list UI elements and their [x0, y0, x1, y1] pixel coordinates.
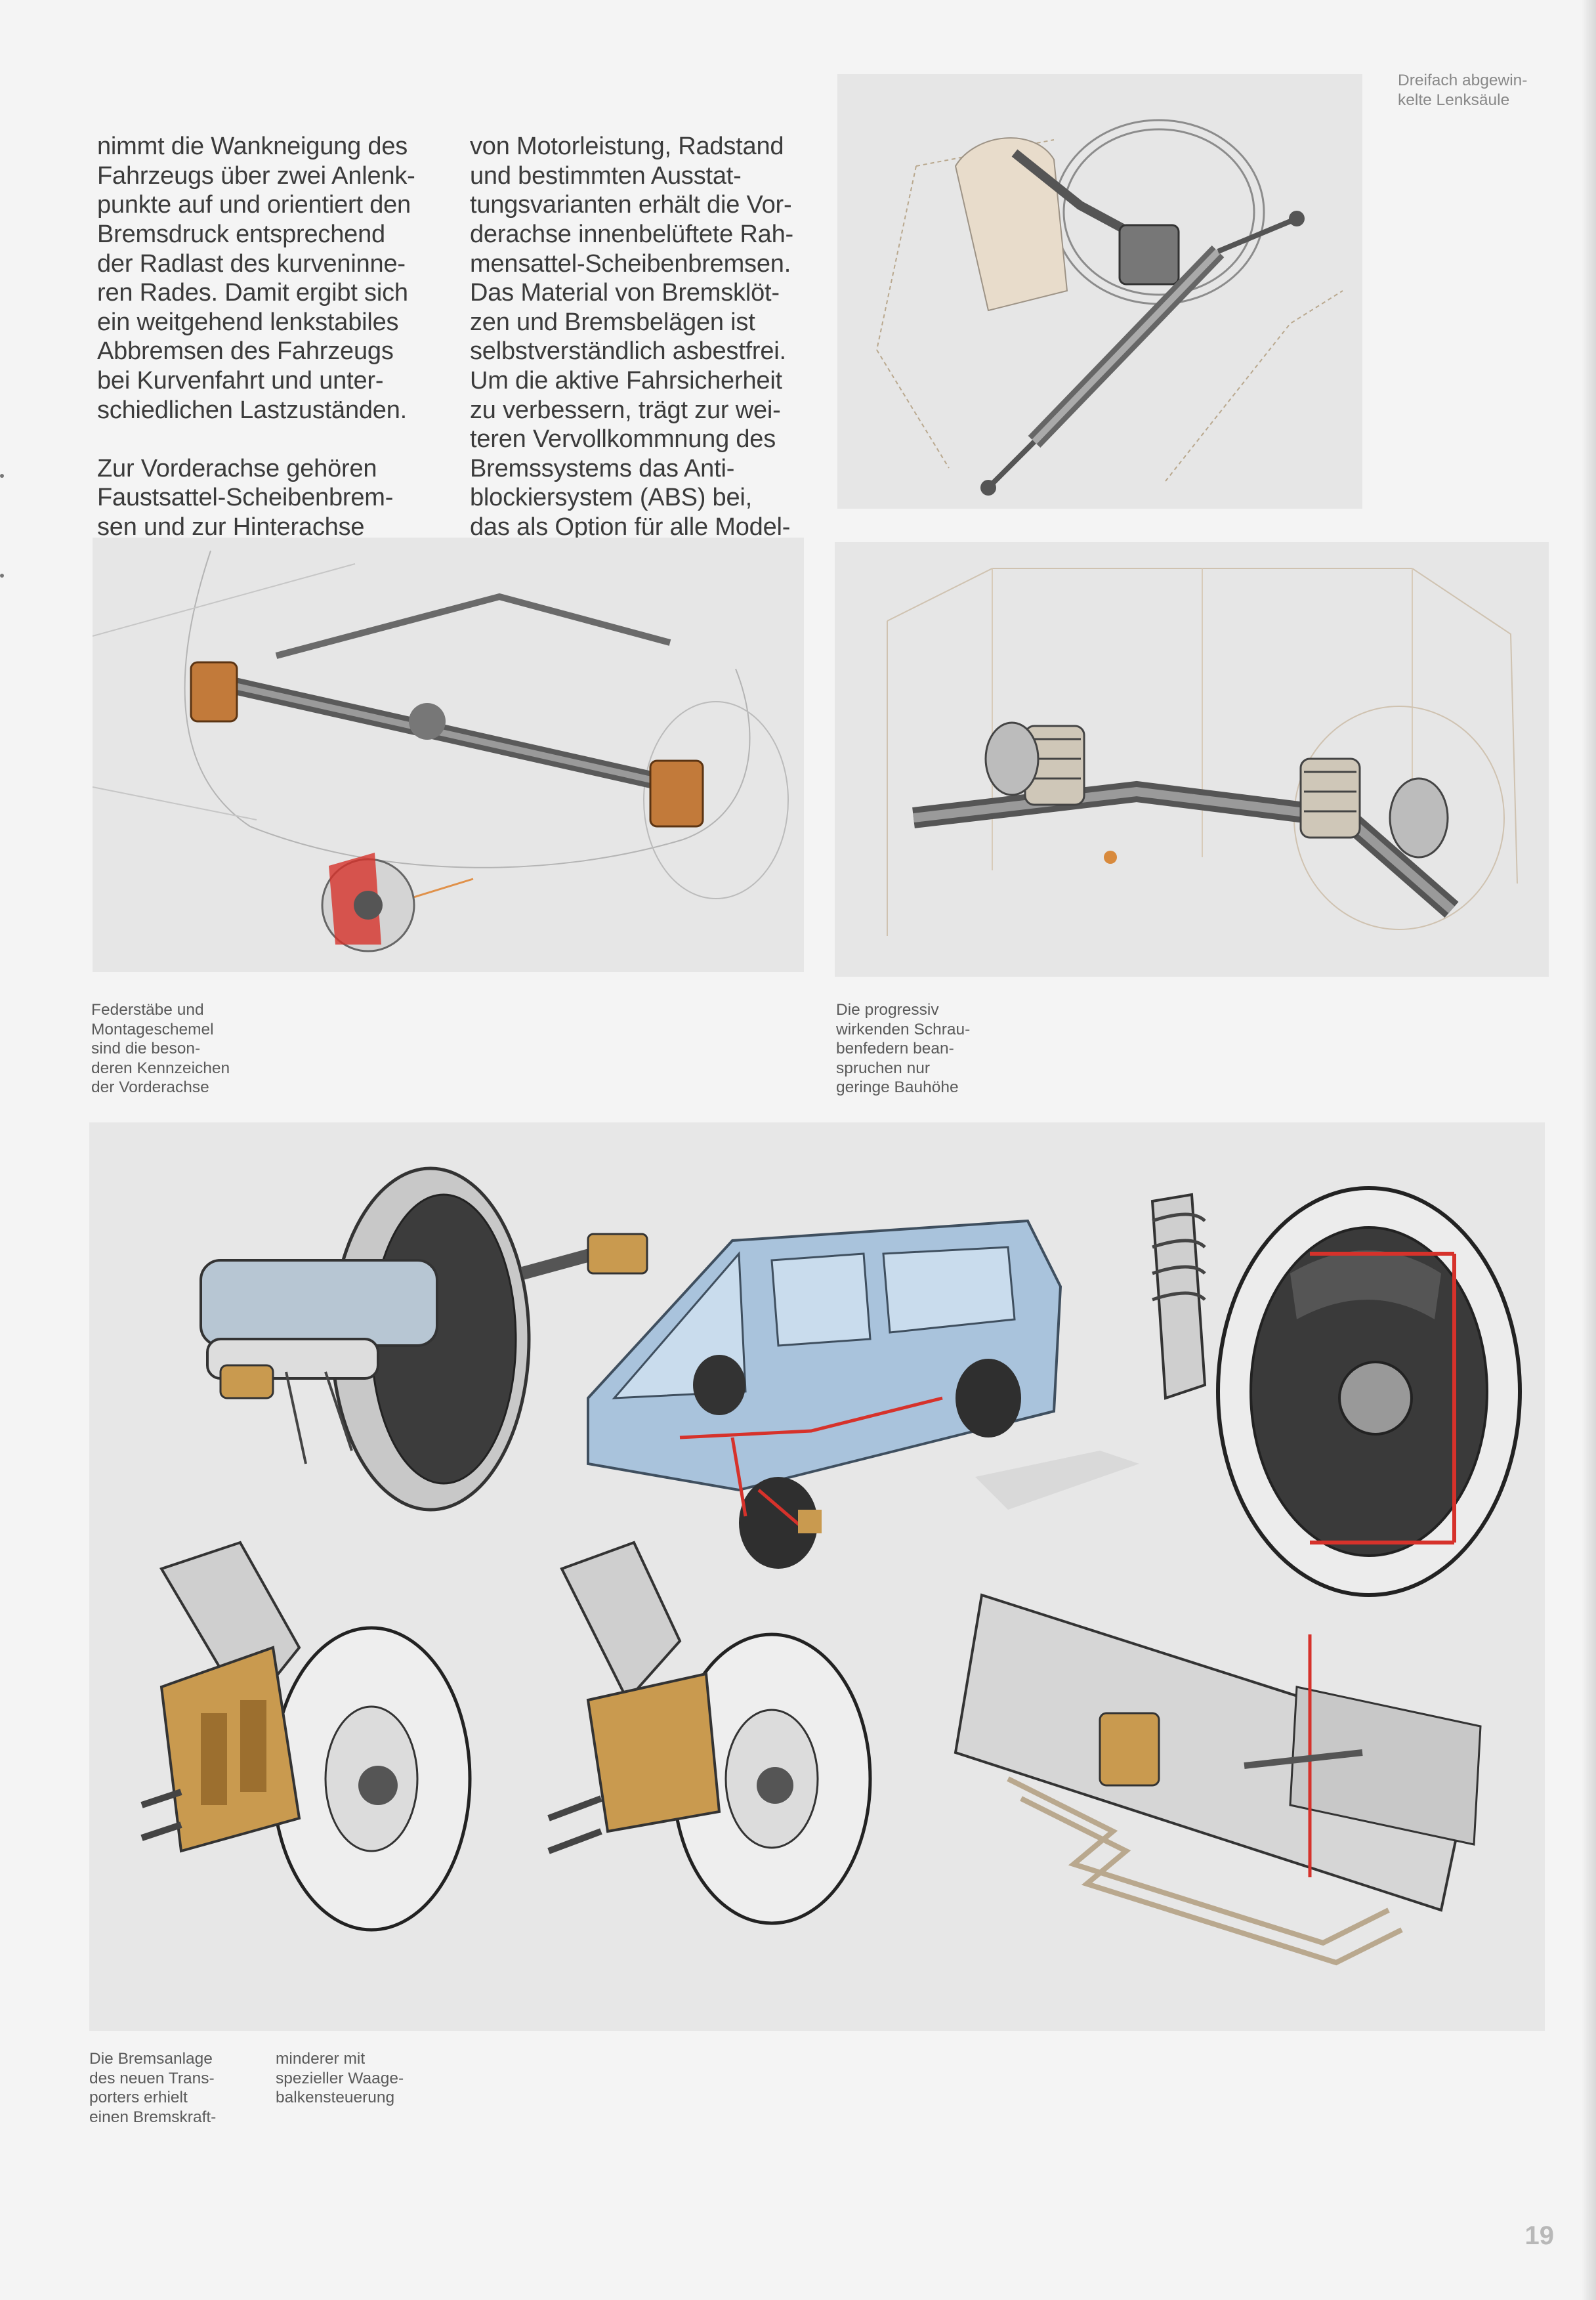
text-line: nimmt die Wankneigung des	[97, 133, 408, 161]
text-line: das als Option für alle Model-	[470, 513, 791, 541]
disc-brake-ventilated-drawing	[140, 1541, 472, 1932]
text-line: Faustsattel-Scheibenbrem-	[97, 484, 394, 512]
front-axle-illustration	[93, 538, 804, 972]
text-line: schiedlichen Lastzuständen.	[97, 396, 408, 424]
text-line: zu verbessern, trägt zur wei-	[470, 396, 781, 424]
drum-brake-drawing	[1150, 1186, 1522, 1597]
caption-rear-axle: Die progressiv wirkenden Schrau- benfede…	[836, 1001, 971, 1096]
caption-steering: Dreifach abgewin- kelte Lenksäule	[1398, 72, 1528, 109]
steering-illustration	[837, 74, 1362, 509]
brake-system-drawing	[140, 1166, 1522, 1966]
text-line: tungsvarianten erhält die Vor-	[470, 191, 792, 219]
text-line: Um die aktive Fahrsicherheit	[470, 366, 782, 394]
text-line: ren Rades. Damit ergibt sich	[97, 279, 408, 307]
van-drawing	[587, 1219, 1139, 1569]
text-line: derachse innenbelüftete Rah-	[470, 220, 793, 248]
front-axle-drawing	[93, 550, 789, 952]
brake-booster-drawing	[200, 1166, 648, 1512]
text-line: und bestimmten Ausstat-	[470, 161, 742, 190]
binder-mark	[0, 474, 4, 478]
text-line: bei Kurvenfahrt und unter-	[97, 366, 384, 394]
rear-axle-drawing	[887, 568, 1518, 936]
text-line: punkte auf und orientiert den	[97, 191, 411, 219]
page-number: 19	[1524, 2221, 1555, 2250]
caption-brakes-left: Die Bremsanlage des neuen Trans- porters…	[89, 2050, 217, 2126]
brake-force-regulator-drawing	[954, 1593, 1482, 1966]
brake-system-illustration	[89, 1122, 1545, 2031]
rear-axle-illustration	[835, 542, 1549, 977]
page-edge	[1582, 0, 1596, 2300]
text-line: selbstverständlich asbestfrei.	[470, 337, 786, 366]
text-line: von Motorleistung, Radstand	[470, 133, 784, 161]
text-line: zen und Bremsbelägen ist	[470, 308, 755, 336]
text-line: Abbremsen des Fahrzeugs	[97, 337, 394, 366]
text-line: blockiersystem (ABS) bei,	[470, 484, 753, 512]
binder-mark	[0, 574, 4, 578]
text-line: sen und zur Hinterachse	[97, 513, 365, 541]
steering-drawing	[876, 119, 1343, 496]
caption-front-axle: Federstäbe und Montageschemel sind die b…	[91, 1001, 230, 1096]
text-line: teren Vervollkommnung des	[470, 425, 776, 454]
text-line: Bremssystems das Anti-	[470, 454, 735, 482]
text-line: mensattel-Scheibenbremsen.	[470, 249, 791, 278]
text-line: Fahrzeugs über zwei Anlenk-	[97, 161, 415, 190]
text-line: ein weitgehend lenkstabiles	[97, 308, 399, 336]
text-line: Zur Vorderachse gehören	[97, 454, 377, 482]
disc-brake-fist-caliper-drawing	[547, 1541, 872, 1925]
text-line: Bremsdruck entsprechend	[97, 220, 385, 248]
text-line	[97, 425, 415, 454]
text-line: Das Material von Bremsklöt-	[470, 279, 780, 307]
text-line: der Radlast des kurveninne-	[97, 249, 406, 278]
caption-brakes-right: minderer mit spezieller Waage- balkenste…	[276, 2050, 404, 2106]
